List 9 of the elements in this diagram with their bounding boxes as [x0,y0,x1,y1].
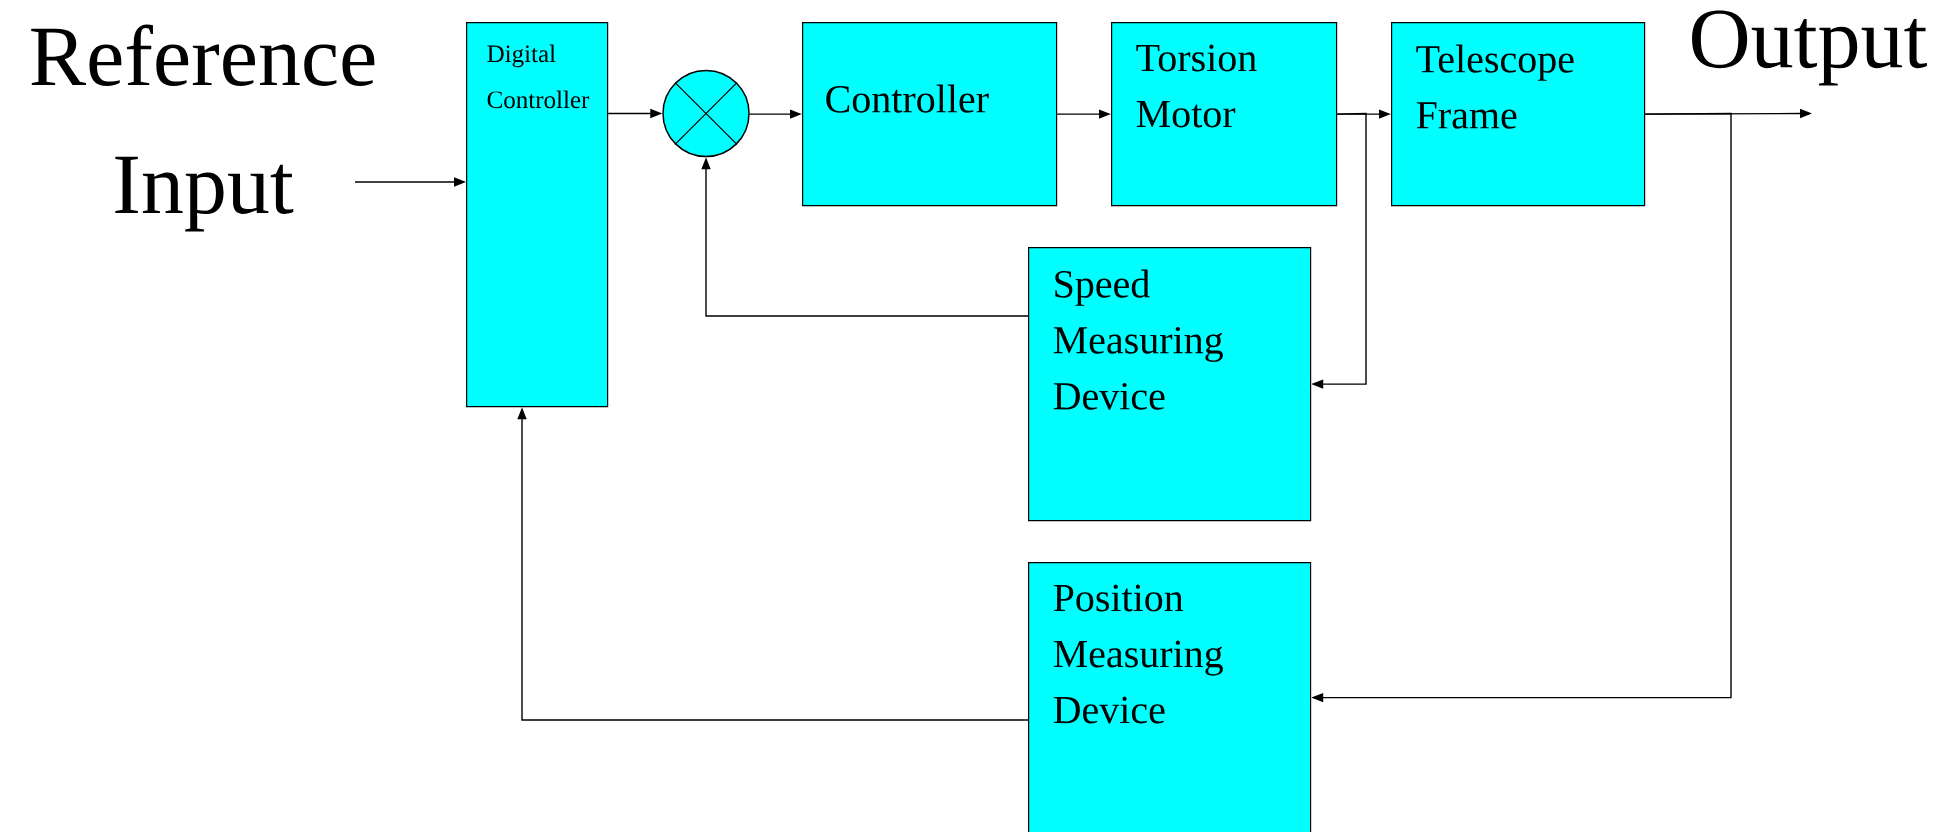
process-box: Digital Controller [466,22,609,408]
output-label: Output [1692,10,1927,86]
process-box: Controller [802,22,1058,207]
process-box: Telescope Frame [1391,22,1646,207]
process-box: Speed Measuring Device [1028,247,1312,522]
input-label: Reference Input [31,24,375,232]
summing-junction [662,69,750,158]
process-box: Torsion Motor [1111,22,1338,207]
process-box: Position Measuring Device [1028,562,1312,832]
